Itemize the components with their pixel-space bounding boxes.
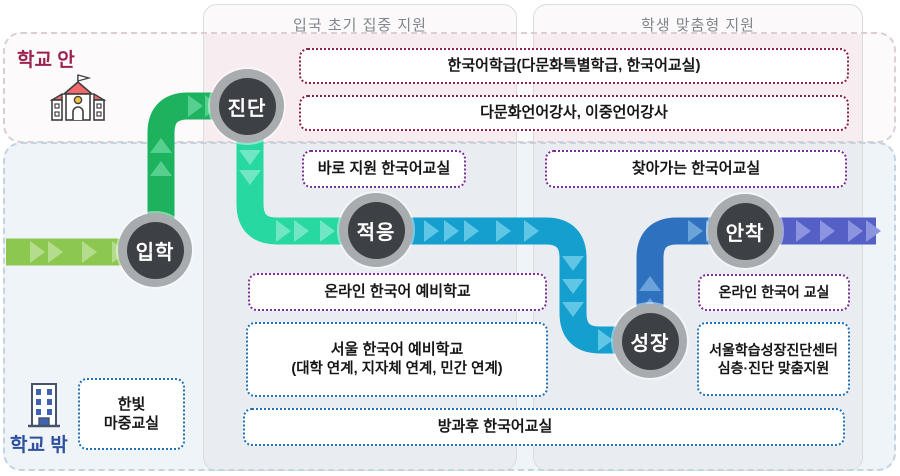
station-adaptation: 적응 bbox=[339, 193, 413, 267]
program-immediate-support-label: 바로 지원 한국어교실 bbox=[317, 160, 451, 178]
program-seoul-prep-school-box: 서울 한국어 예비학교 (대학 연계, 지자체 연계, 민간 연계) bbox=[246, 322, 548, 397]
program-korean-class-label: 한국어학급(다문화특별학급, 한국어교실) bbox=[447, 57, 701, 75]
program-visiting-korean-box: 찾아가는 한국어교실 bbox=[545, 150, 847, 188]
station-entry-label: 입학 bbox=[126, 221, 184, 279]
panel-left-title: 입국 초기 집중 지원 bbox=[293, 17, 427, 34]
station-diagnosis: 진단 bbox=[210, 69, 284, 143]
station-settlement-label: 안착 bbox=[716, 202, 774, 260]
program-hanbit-classroom-line1: 한빛 bbox=[117, 395, 146, 413]
program-language-instructors-box: 다문화언어강사, 이중언어강사 bbox=[299, 95, 849, 131]
program-online-korean-class-label: 온라인 한국어 교실 bbox=[718, 284, 830, 301]
station-entry: 입학 bbox=[118, 213, 192, 287]
station-growth-label: 성장 bbox=[621, 312, 679, 370]
building-icon bbox=[28, 383, 60, 428]
program-seoul-prep-school-line2: (대학 연계, 지자체 연계, 민간 연계) bbox=[291, 360, 503, 377]
station-diagnosis-label: 진단 bbox=[218, 77, 276, 135]
station-adaptation-label: 적응 bbox=[347, 201, 405, 259]
school-icon bbox=[49, 74, 107, 121]
program-hanbit-classroom-box: 한빛 마중교실 bbox=[78, 378, 185, 450]
outside-school-label: 학교 밖 bbox=[10, 435, 68, 456]
program-online-prep-school-label: 온라인 한국어 예비학교 bbox=[324, 283, 471, 301]
station-growth: 성장 bbox=[613, 304, 687, 378]
program-seoul-prep-school-line1: 서울 한국어 예비학교 bbox=[330, 341, 464, 359]
program-growth-center-box: 서울학습성장진단센터 심층·진단 맞춤지원 bbox=[697, 322, 850, 396]
program-visiting-korean-label: 찾아가는 한국어교실 bbox=[631, 160, 761, 178]
program-language-instructors-label: 다문화언어강사, 이중언어강사 bbox=[480, 104, 668, 122]
program-online-korean-class-box: 온라인 한국어 교실 bbox=[698, 274, 850, 311]
panel-right-title: 학생 맞춤형 지원 bbox=[641, 17, 755, 34]
program-afterschool-korean-box: 방과후 한국어교실 bbox=[243, 408, 845, 446]
program-online-prep-school-box: 온라인 한국어 예비학교 bbox=[248, 273, 547, 311]
program-korean-class-box: 한국어학급(다문화특별학급, 한국어교실) bbox=[299, 48, 849, 84]
program-growth-center-line2: 심층·진단 맞춤지원 bbox=[717, 360, 830, 376]
program-hanbit-classroom-line2: 마중교실 bbox=[103, 415, 160, 432]
station-settlement: 안착 bbox=[708, 194, 782, 268]
program-growth-center-line1: 서울학습성장진단센터 bbox=[709, 341, 838, 358]
inside-school-label: 학교 안 bbox=[17, 50, 75, 71]
program-immediate-support-box: 바로 지원 한국어교실 bbox=[302, 150, 466, 188]
program-afterschool-korean-label: 방과후 한국어교실 bbox=[437, 418, 553, 436]
